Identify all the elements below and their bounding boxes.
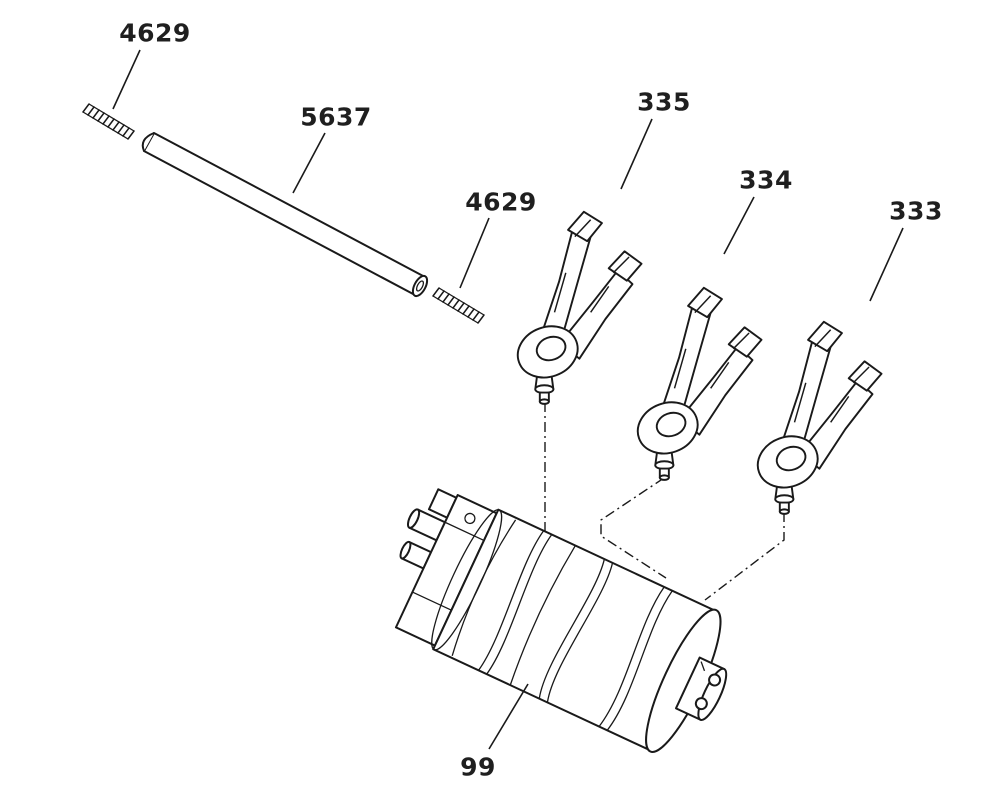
drum-groove-1 <box>478 530 553 675</box>
part-label-99: 99 <box>460 752 496 782</box>
shift-fork-334 <box>629 286 763 481</box>
leader-334 <box>723 196 755 255</box>
part-label-333: 333 <box>889 196 943 226</box>
shift-fork-333 <box>749 320 883 515</box>
spring-4629-b <box>432 287 485 324</box>
centerline-fork-334 <box>600 477 667 579</box>
drum-groove-2 <box>538 558 614 703</box>
leader-99 <box>488 683 529 750</box>
part-label-335: 335 <box>637 87 691 117</box>
leader-335 <box>620 118 653 190</box>
leader-5637 <box>292 132 326 194</box>
part-label-4629-b: 4629 <box>465 187 537 217</box>
leader-4629-a <box>112 49 141 110</box>
shift-fork-335 <box>509 210 643 405</box>
part-label-334: 334 <box>739 165 793 195</box>
part-label-4629-a: 4629 <box>119 18 191 48</box>
spring-4629-a <box>82 103 135 140</box>
part-label-5637: 5637 <box>300 102 372 132</box>
centerline-fork-333 <box>704 512 785 601</box>
drum-hub-hole-2 <box>694 697 708 711</box>
leader-4629-b <box>459 217 490 289</box>
drum-groove-3 <box>598 586 673 731</box>
shift-fork-shaft <box>141 132 429 298</box>
drum-hub-hole-1 <box>708 673 722 687</box>
shift-drum <box>394 488 728 753</box>
leader-333 <box>869 227 904 302</box>
